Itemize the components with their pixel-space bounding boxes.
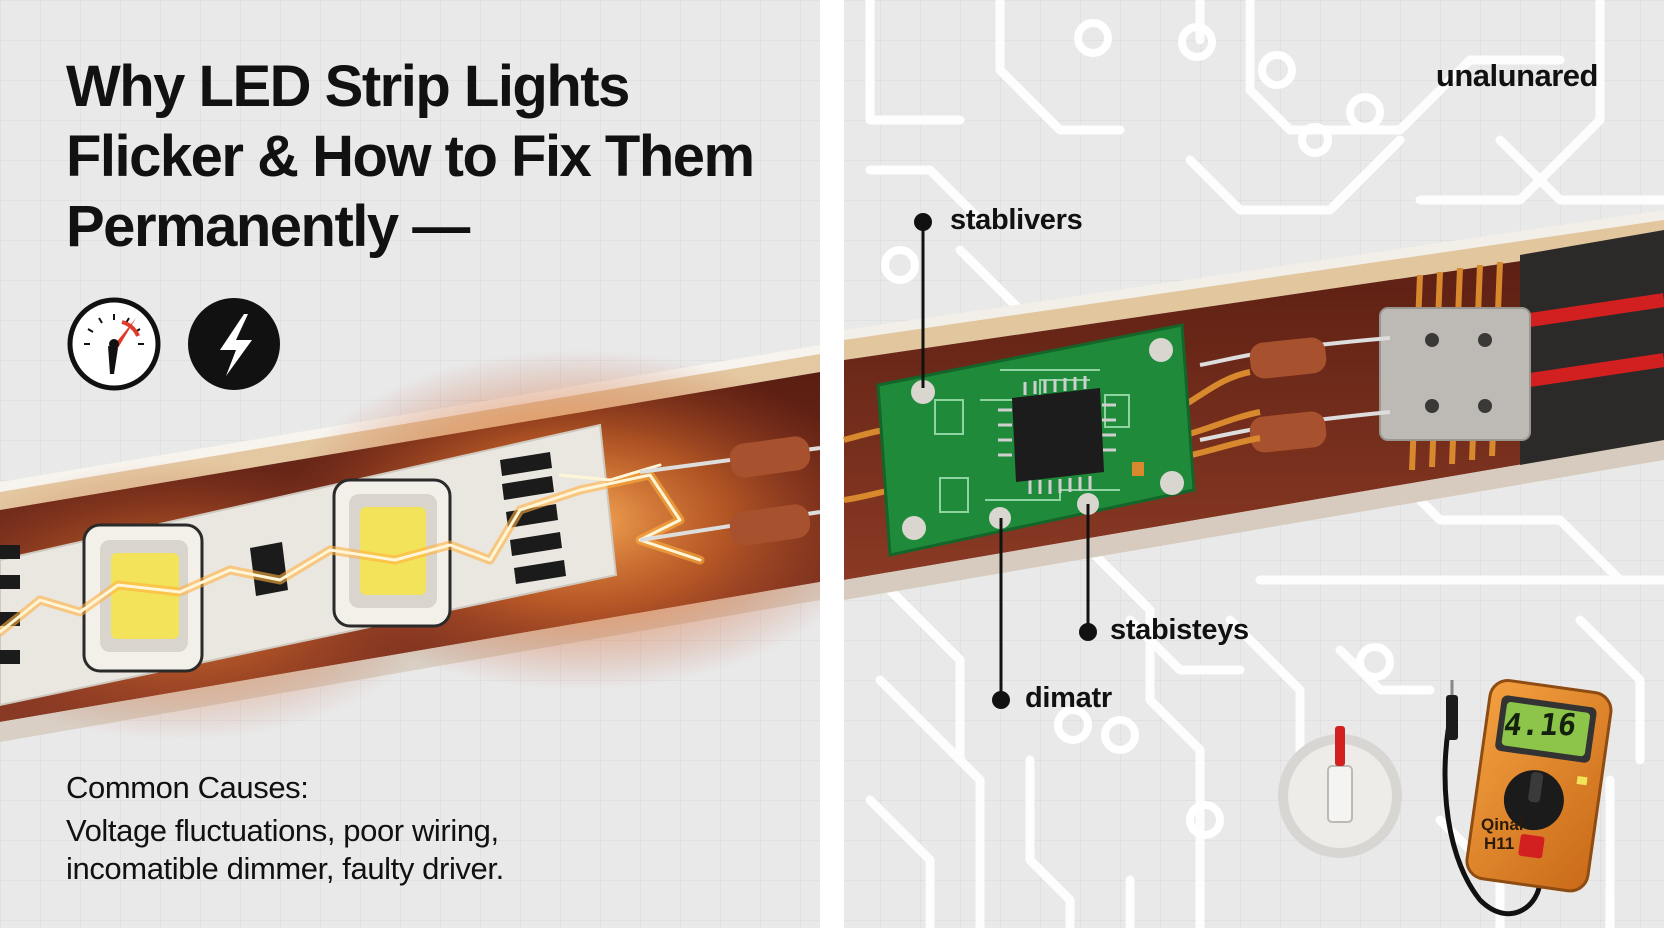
gauge-icon bbox=[67, 297, 161, 391]
multimeter-label-1: Qinai bbox=[1481, 815, 1524, 834]
title-line-1: Why LED Strip Lights bbox=[66, 54, 630, 119]
resistors-left bbox=[639, 436, 821, 546]
circuit-pads bbox=[881, 19, 1394, 839]
callout-top-label: stablivers bbox=[950, 204, 1083, 236]
dimmer-knob-icon bbox=[1278, 726, 1402, 858]
resistors-right bbox=[1199, 336, 1391, 453]
causes-text: Voltage fluctuations, poor wiring, incom… bbox=[66, 812, 686, 888]
callout-bottom-label: dimatr bbox=[1025, 682, 1112, 714]
callout-lines bbox=[921, 222, 1090, 700]
multimeter-icon bbox=[1442, 679, 1613, 917]
multimeter-display: 4.16 bbox=[1501, 707, 1579, 743]
led-chip-2 bbox=[332, 478, 452, 628]
multimeter-label-2: H11 bbox=[1484, 834, 1515, 853]
led-chip-1 bbox=[82, 523, 204, 673]
lightning-bolt-icon bbox=[188, 298, 280, 390]
brand-text: unalunared bbox=[1435, 58, 1599, 93]
causes-line-2: incomatible dimmer, faulty driver. bbox=[66, 851, 504, 886]
page-title: Why LED Strip Lights Flicker & How to Fi… bbox=[66, 52, 826, 262]
title-line-2: Flicker & How to Fix Them bbox=[66, 124, 755, 189]
pcb-board bbox=[876, 323, 1196, 557]
causes-heading: Common Causes: bbox=[66, 770, 309, 805]
panel-divider bbox=[820, 0, 844, 928]
ic-chip bbox=[998, 376, 1116, 494]
callout-dots bbox=[914, 213, 1097, 709]
callout-middle-label: stabisteys bbox=[1110, 614, 1249, 646]
title-line-3: Permanently — bbox=[66, 194, 470, 259]
causes-line-1: Voltage fluctuations, poor wiring, bbox=[66, 813, 499, 848]
